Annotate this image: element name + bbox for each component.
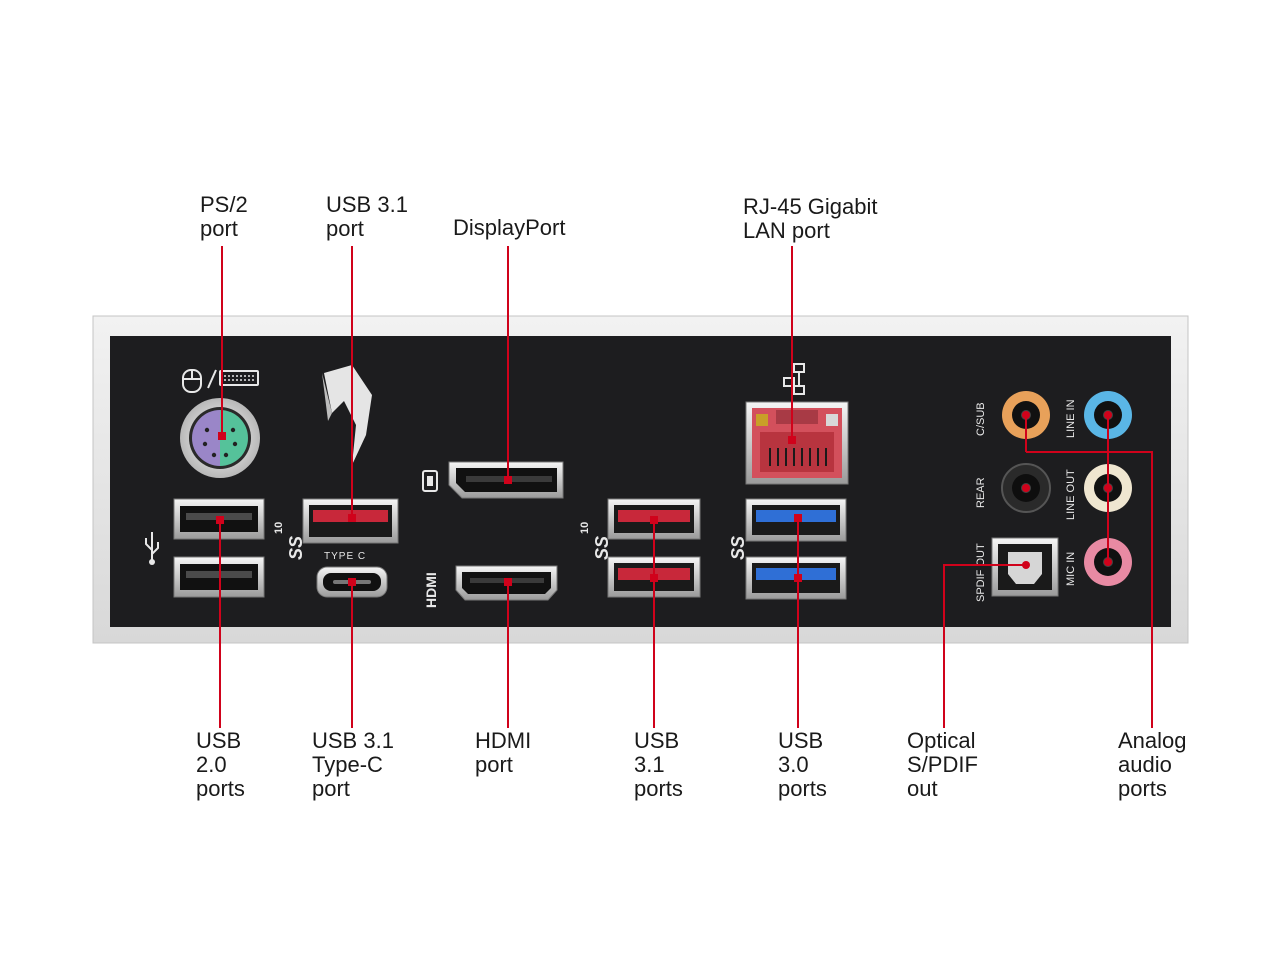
- mic-in-label: MIC IN: [1065, 552, 1077, 586]
- superspeed-usb-icon: SS: [286, 536, 306, 560]
- label-usb31-bottom: USB 3.1 ports: [634, 728, 683, 801]
- c-sub-label: C/SUB: [975, 402, 987, 436]
- label-hdmi: HDMI port: [475, 728, 532, 777]
- callout-line-audio: [1026, 451, 1153, 728]
- mouse-icon: [182, 369, 202, 393]
- ss-10b-label: 10: [579, 522, 591, 534]
- type-c-label: TYPE C: [324, 551, 366, 562]
- rog-logo: [322, 365, 372, 465]
- label-rj45: RJ-45 Gigabit LAN port: [743, 194, 878, 243]
- callout-dots: [216, 411, 1112, 586]
- label-usb20: USB 2.0 ports: [196, 728, 245, 801]
- svg-text:SS: SS: [728, 536, 748, 560]
- label-displayport: DisplayPort: [453, 215, 566, 240]
- rj45-port: [745, 401, 849, 485]
- label-usb31-typec: USB 3.1 Type-C port: [312, 728, 394, 801]
- rear-label: REAR: [975, 477, 987, 508]
- usb-icon: [145, 532, 159, 565]
- label-usb30: USB 3.0 ports: [778, 728, 827, 801]
- callout-lines: [219, 246, 1153, 728]
- superspeed-usb-icon-2: SS: [592, 536, 612, 560]
- label-ps2: PS/2 port: [200, 192, 248, 241]
- keyboard-icon: [219, 370, 259, 386]
- label-usb31-top: USB 3.1 port: [326, 192, 408, 241]
- line-in-label: LINE IN: [1065, 399, 1077, 438]
- ss-10-label: 10: [273, 522, 285, 534]
- callout-line-spdif: [943, 564, 1026, 728]
- line-out-label: LINE OUT: [1065, 469, 1077, 520]
- superspeed-usb-icon-3: SS: [728, 536, 748, 560]
- label-audio: Analog audio ports: [1118, 728, 1187, 801]
- spdif-out-label: SPDIF OUT: [975, 543, 987, 602]
- svg-text:SS: SS: [286, 536, 306, 560]
- displayport-icon: [422, 470, 438, 492]
- svg-text:SS: SS: [592, 536, 612, 560]
- hdmi-label: HDMI: [423, 572, 439, 608]
- label-spdif: Optical S/PDIF out: [907, 728, 978, 801]
- network-icon: [783, 363, 805, 395]
